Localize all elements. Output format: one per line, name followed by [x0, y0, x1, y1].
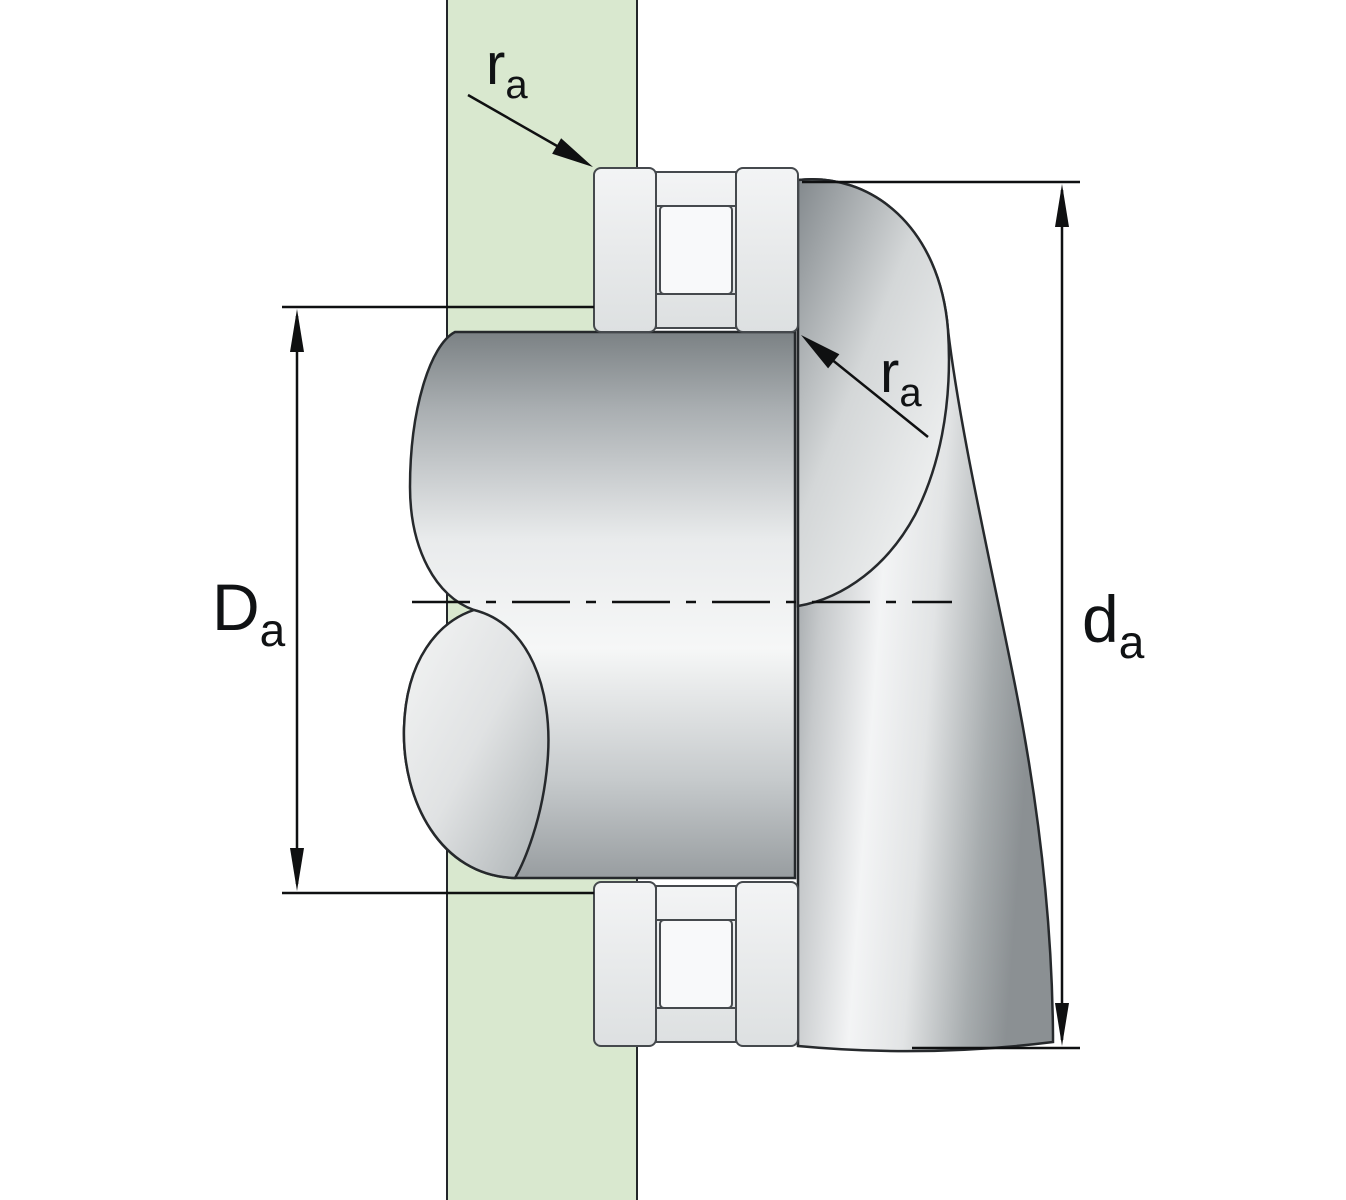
housing-washer-bottom: [593, 881, 657, 1047]
shaft-washer-top: [735, 167, 799, 333]
fillet-callout-housing: ra: [467, 32, 593, 167]
thrust-bearing-bottom: [593, 881, 799, 1047]
arrowhead-Da-down: [290, 848, 304, 891]
shaft: [402, 330, 797, 880]
arrowhead-ra-housing: [552, 138, 593, 167]
arrowhead-Da-up: [290, 309, 304, 352]
rolling-element-bottom: [659, 919, 733, 1009]
label-Da: Da: [212, 570, 286, 656]
arrowhead-da-down: [1055, 1003, 1069, 1046]
arrowhead-da-up: [1055, 184, 1069, 227]
arrowhead-ra-shaft: [801, 335, 840, 369]
shaft-collar: [796, 178, 1055, 1053]
shaft-break-leaf: [402, 608, 550, 880]
label-ra-housing: ra: [486, 32, 528, 107]
rolling-element-top: [659, 205, 733, 295]
fillet-callout-shaft: ra: [801, 335, 929, 438]
thrust-bearing-top: [593, 167, 799, 333]
dimension-Da: Da: [212, 305, 594, 895]
shaft-washer-bottom: [735, 881, 799, 1047]
housing-washer-top: [593, 167, 657, 333]
label-ra-shaft: ra: [880, 340, 922, 415]
label-da: da: [1082, 582, 1145, 668]
dimension-da: da: [802, 180, 1145, 1050]
